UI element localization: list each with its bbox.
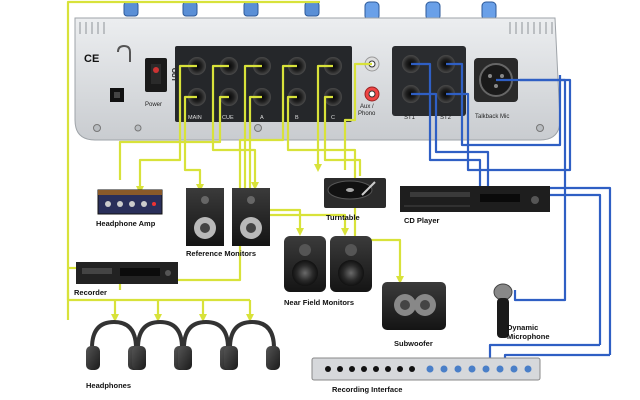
ce-mark: CE bbox=[84, 53, 99, 65]
subwoofer bbox=[382, 282, 446, 330]
cd-player-label: CD Player bbox=[404, 216, 440, 225]
near-field-monitors-label: Near Field Monitors bbox=[284, 298, 354, 307]
headphone-amp-label: Headphone Amp bbox=[96, 219, 156, 228]
group-main-label: MAIN bbox=[188, 115, 202, 121]
group-cue-label: CUE bbox=[222, 115, 234, 121]
power-switch[interactable] bbox=[145, 58, 167, 92]
group-st2-label: ST2 bbox=[440, 115, 452, 121]
group-a-label: A bbox=[260, 115, 264, 121]
group-talkback-label: Talkback Mic bbox=[475, 114, 509, 120]
group-c-label: C bbox=[331, 115, 335, 121]
recording-interface-label: Recording Interface bbox=[332, 385, 402, 394]
recorder bbox=[76, 262, 178, 284]
dynamic-microphone-label: Dynamic Microphone bbox=[507, 323, 550, 341]
reference-monitors-label: Reference Monitors bbox=[186, 249, 256, 258]
headphones-label: Headphones bbox=[86, 381, 131, 390]
group-aux-label: Aux / Phono bbox=[358, 104, 376, 117]
headphones bbox=[86, 319, 280, 370]
mic-cables bbox=[411, 62, 612, 365]
headphone-amp bbox=[97, 189, 163, 215]
turntable bbox=[324, 178, 386, 208]
turntable-label: Turntable bbox=[326, 213, 360, 222]
power-label: Power bbox=[145, 102, 162, 108]
subwoofer-label: Subwoofer bbox=[394, 339, 433, 348]
reference-monitors bbox=[186, 188, 270, 246]
audio-arrowheads bbox=[111, 164, 404, 322]
recorder-label: Recorder bbox=[74, 288, 107, 297]
top-knobs bbox=[123, 1, 497, 21]
group-st1-label: ST1 bbox=[404, 115, 416, 121]
cd-player bbox=[400, 186, 550, 212]
group-b-label: B bbox=[295, 115, 299, 121]
power-cable-hook-icon bbox=[117, 44, 131, 62]
out-label: OUT bbox=[170, 68, 177, 82]
near-field-monitors bbox=[284, 236, 372, 292]
recording-interface bbox=[311, 357, 541, 381]
dynamic-microphone bbox=[493, 283, 513, 338]
